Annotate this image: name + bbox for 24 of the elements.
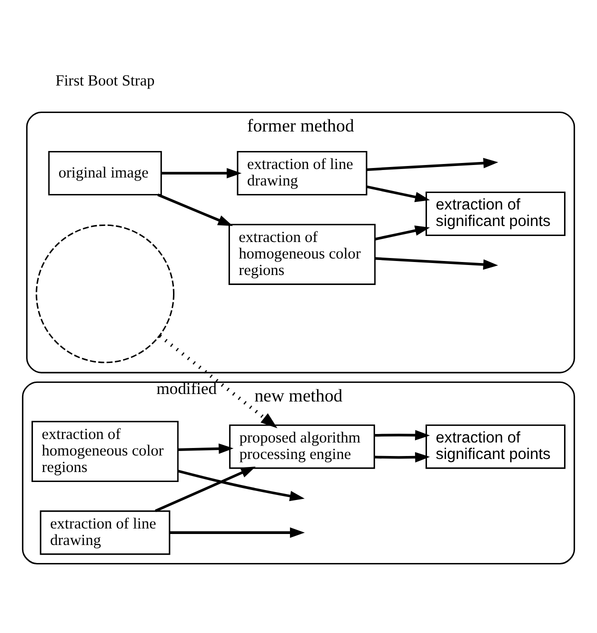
node-box: proposed algorithm processing engine [229, 424, 376, 469]
arrow [374, 452, 430, 462]
arrow [154, 466, 256, 512]
arrow [178, 470, 305, 502]
node-box: extraction of significant points [426, 424, 566, 469]
edge-label: modified [156, 378, 217, 398]
node-box: extraction of line drawing [236, 151, 368, 196]
arrow [170, 527, 305, 538]
node-box: extraction of homogeneous color regions [32, 420, 179, 482]
arrow [374, 430, 430, 440]
arrow [366, 158, 498, 171]
arrow [366, 185, 430, 202]
arrow [178, 443, 234, 454]
arrow [374, 257, 498, 270]
node-box: extraction of significant points [426, 192, 566, 236]
node-box: extraction of line drawing [40, 510, 170, 555]
node-box: extraction of homogeneous color regions [228, 224, 376, 285]
node-box: original image [48, 151, 162, 196]
label: First Boot Strap [55, 72, 155, 90]
arrow [162, 168, 242, 178]
node-circle [36, 224, 174, 364]
arrow [157, 194, 233, 226]
arrow [374, 226, 430, 240]
arrow [158, 334, 278, 428]
